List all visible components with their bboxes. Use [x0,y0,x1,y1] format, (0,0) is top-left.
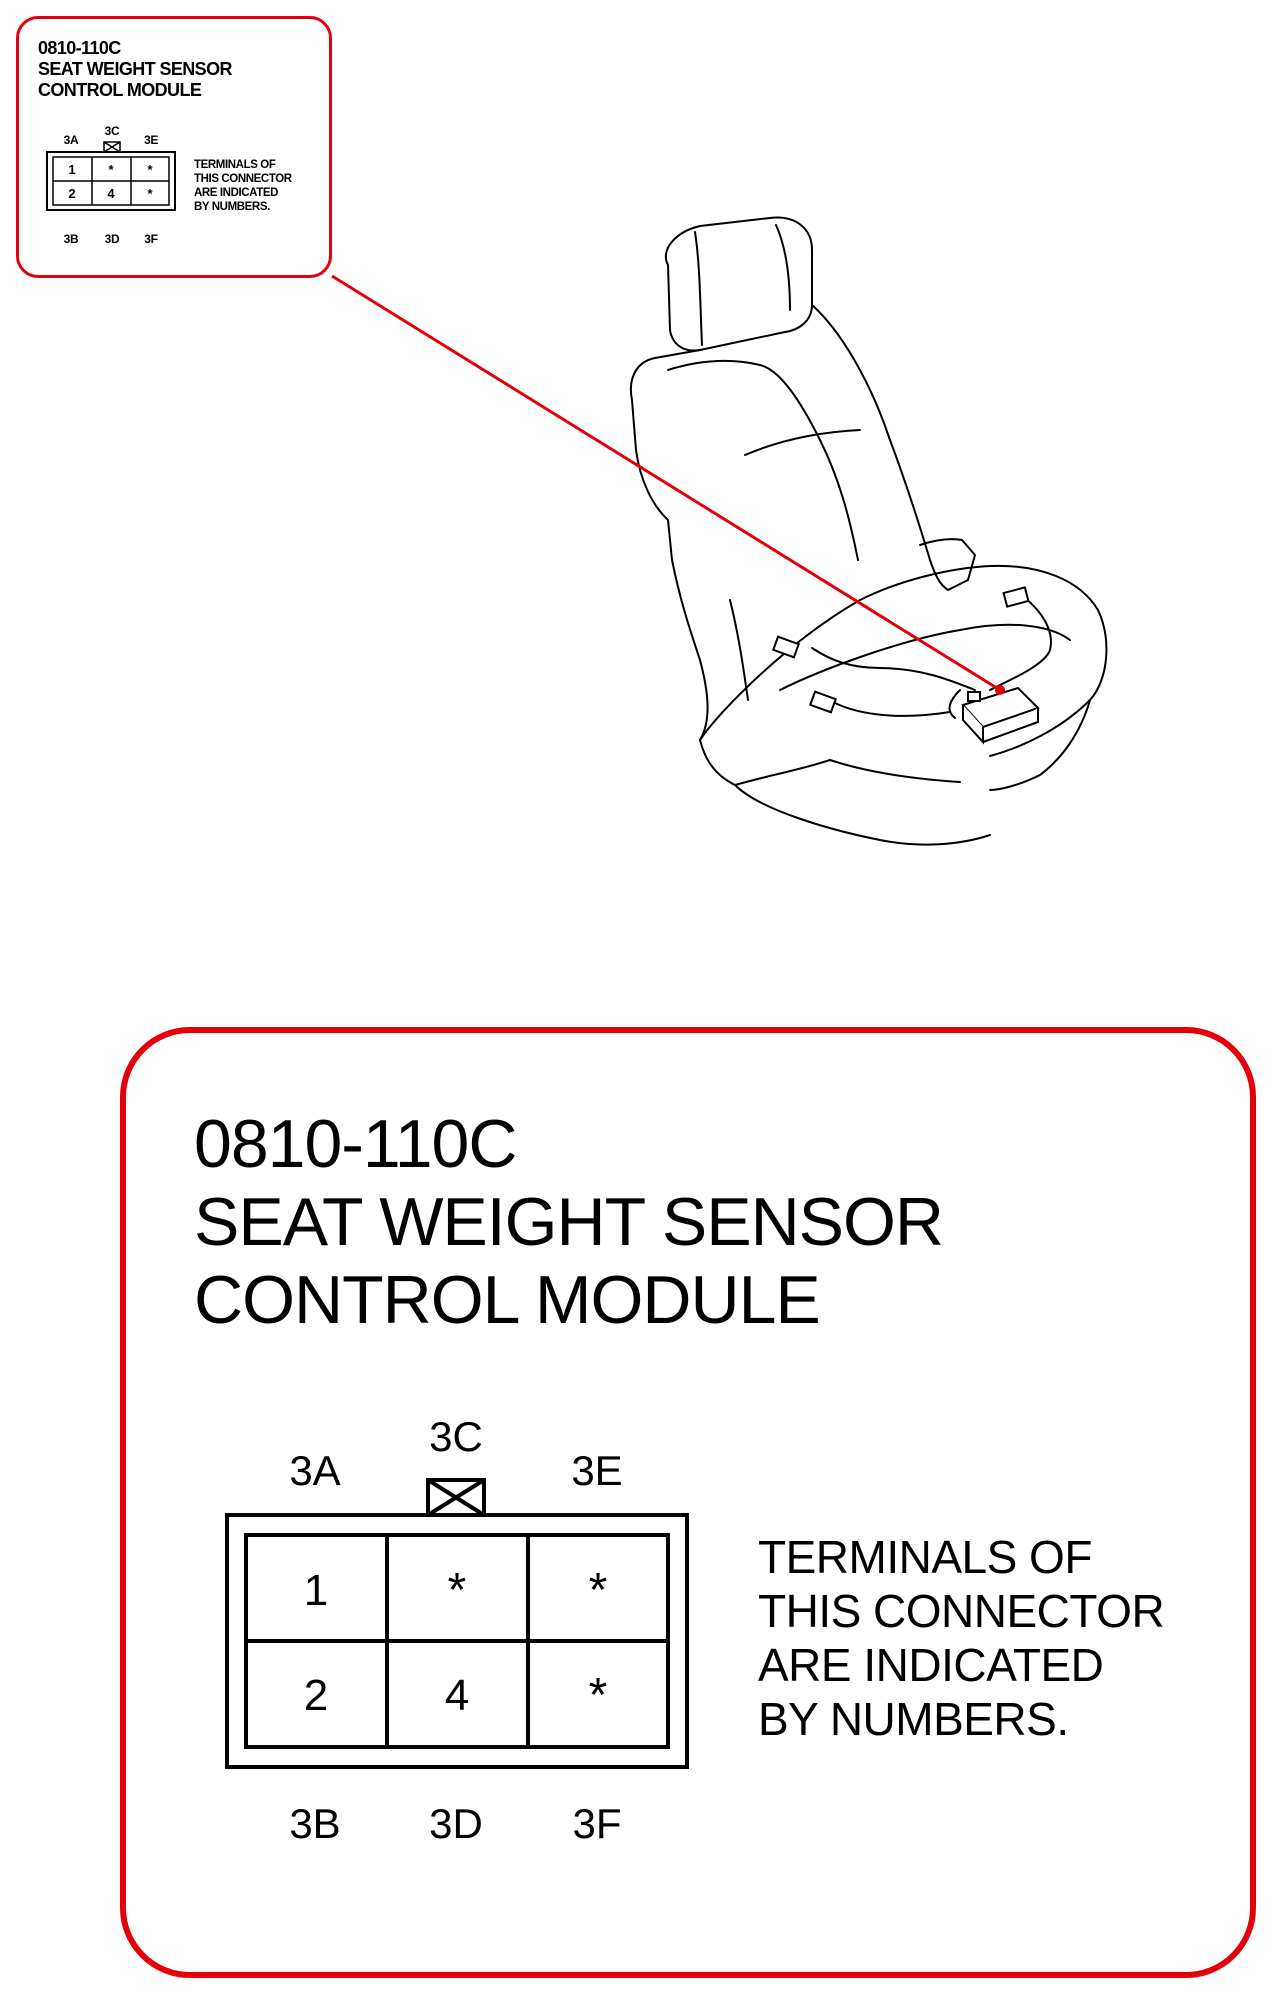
small-note-line-2: THIS CONNECTOR [194,173,292,185]
large-label-3e: 3E [571,1447,623,1494]
backrest-outline [630,349,709,741]
harness-connectors [771,586,1030,714]
large-note-line-2: THIS CONNECTOR [758,1585,1165,1637]
large-cell-1: 1 [303,1566,329,1615]
small-cell-3e: * [147,162,153,177]
large-connector-code: 0810-110C [194,1106,517,1182]
small-cell-4: 4 [107,186,115,201]
small-callout-box [16,16,332,278]
small-note-line-4: BY NUMBERS. [194,201,270,213]
large-callout-box [120,1027,1256,1978]
small-connector-name-2: CONTROL MODULE [38,80,202,100]
leader-line [331,274,1001,692]
large-cell-3f: * [588,1669,608,1722]
small-callout-title: 0810-110C SEAT WEIGHT SENSOR CONTROL MOD… [38,38,232,101]
large-cell-2: 2 [303,1671,329,1720]
large-cell-3c: * [447,1564,467,1617]
small-label-3d: 3D [104,232,120,246]
small-label-3b: 3B [63,232,79,246]
large-label-3a: 3A [289,1447,341,1494]
connector-latch-icon [426,1478,486,1517]
large-connector-name-1: SEAT WEIGHT SENSOR [194,1184,944,1260]
large-label-3b: 3B [289,1800,341,1847]
connector-highlight [995,685,1005,695]
large-label-3c: 3C [429,1413,483,1460]
large-terminal-note: TERMINALS OF THIS CONNECTOR ARE INDICATE… [758,1530,1165,1746]
large-cell-4: 4 [444,1671,470,1720]
large-callout-title: 0810-110C SEAT WEIGHT SENSOR CONTROL MOD… [194,1105,944,1339]
large-note-line-3: ARE INDICATED [758,1639,1104,1691]
headrest-outline [664,216,813,352]
small-label-3c: 3C [104,124,120,138]
large-note-line-4: BY NUMBERS. [758,1693,1069,1745]
small-cell-3c: * [108,162,114,177]
small-label-3f: 3F [144,232,158,246]
small-label-3e: 3E [143,133,159,147]
large-cell-3e: * [588,1564,608,1617]
small-connector-name-1: SEAT WEIGHT SENSOR [38,59,232,79]
small-note-line-1: TERMINALS OF [194,159,276,171]
large-connector-name-2: CONTROL MODULE [194,1262,821,1338]
small-cell-2: 2 [68,186,76,201]
large-label-3f: 3F [572,1800,622,1847]
large-note-line-1: TERMINALS OF [758,1531,1092,1583]
small-cell-3f: * [147,186,153,201]
small-cell-1: 1 [68,162,76,177]
small-note-line-3: ARE INDICATED [194,187,279,199]
small-label-3a: 3A [63,133,79,147]
small-connector-code: 0810-110C [38,38,121,58]
cushion-outline [699,564,1108,757]
small-terminal-note: TERMINALS OF THIS CONNECTOR ARE INDICATE… [194,158,292,214]
large-label-3d: 3D [429,1800,483,1847]
